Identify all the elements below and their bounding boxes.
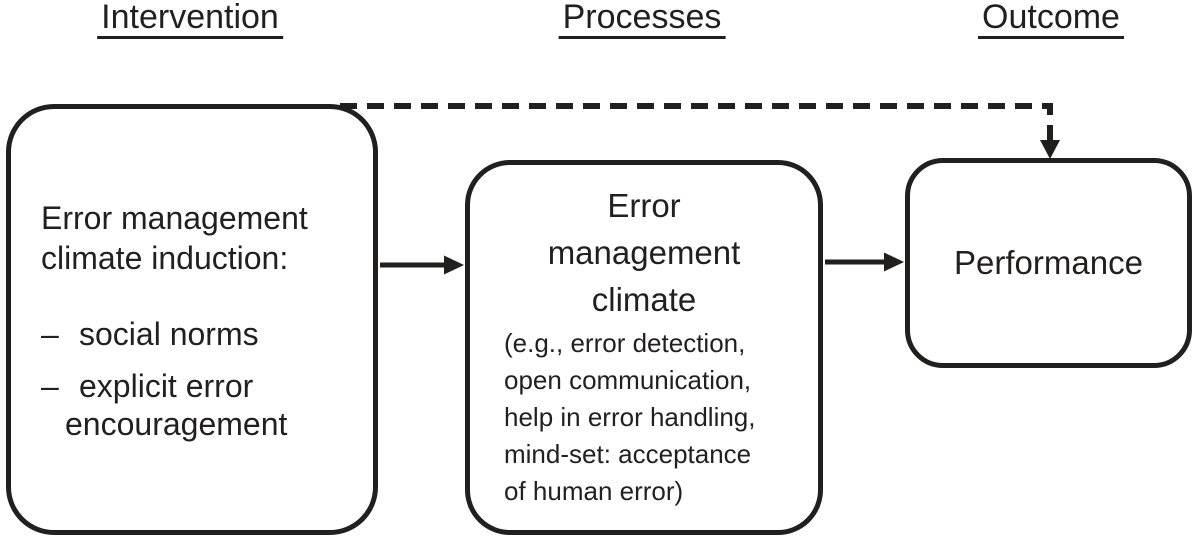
dashed-arrow-intervention-to-outcome <box>340 103 1060 159</box>
bullet-dash-icon: – <box>41 367 59 404</box>
processes-title-line-3: climate <box>591 280 697 318</box>
processes-title-line-2: management <box>547 233 741 271</box>
bullet-dash-icon: – <box>41 315 59 352</box>
intervention-box-title: Error management climate induction: <box>41 198 359 278</box>
processes-box: Error management climate (e.g., error de… <box>465 160 823 535</box>
processes-example-line: help in error handling, <box>504 401 756 432</box>
processes-example-line: (e.g., error detection, <box>504 327 746 358</box>
processes-box-examples: (e.g., error detection, open communicati… <box>504 325 812 510</box>
processes-example-line: open communication, <box>504 364 752 395</box>
bullet-text-continuation: encouragement <box>65 405 288 442</box>
processes-title-line-1: Error <box>607 186 681 224</box>
processes-example-line: mind-set: acceptance <box>504 438 752 469</box>
list-item: – explicit error encouragement <box>41 366 359 442</box>
bullet-text: social norms <box>79 315 259 352</box>
arrow-processes-to-outcome <box>825 252 904 272</box>
outcome-box-label: Performance <box>954 244 1143 281</box>
intervention-bullet-list: – social norms – explicit error encourag… <box>41 302 359 442</box>
list-item: – social norms <box>41 314 359 354</box>
outcome-box: Performance <box>905 158 1192 368</box>
column-heading-intervention: Intervention <box>97 0 283 39</box>
intervention-title-line-1: Error management <box>41 199 308 236</box>
intervention-title-line-2: climate induction: <box>41 239 289 276</box>
processes-box-title: Error management climate <box>476 182 812 323</box>
column-heading-outcome: Outcome <box>978 0 1124 39</box>
arrow-intervention-to-processes <box>380 255 464 275</box>
processes-example-line: of human error) <box>504 475 684 506</box>
bullet-text: explicit error <box>79 367 254 404</box>
column-heading-processes: Processes <box>558 0 726 39</box>
intervention-box: Error management climate induction: – so… <box>6 104 378 535</box>
